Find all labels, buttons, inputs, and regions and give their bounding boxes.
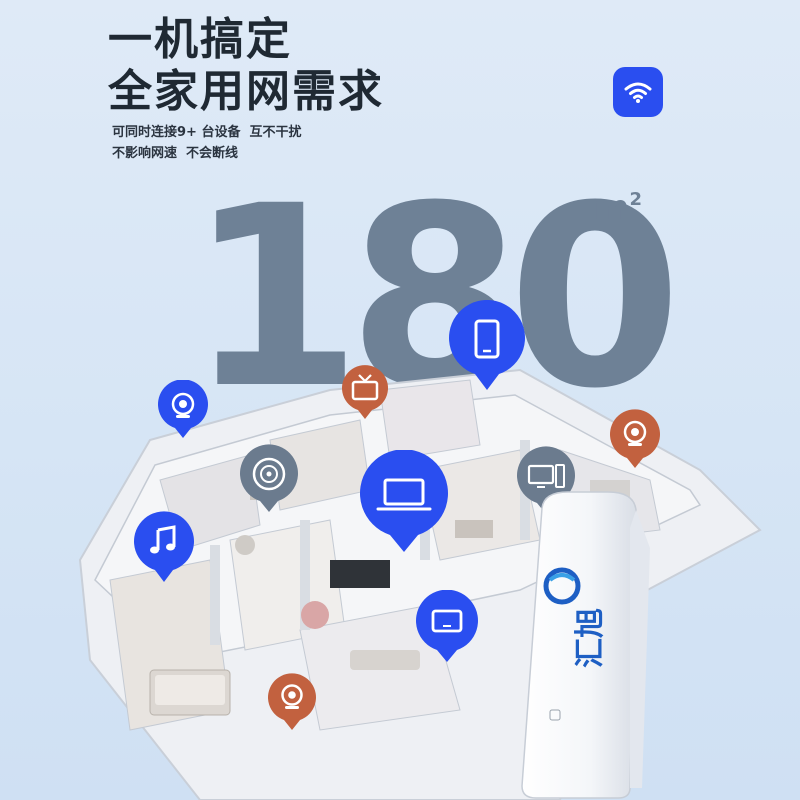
webcam-icon (171, 392, 195, 418)
subtext: 可同时连接9+ 台设备 互不干扰 不影响网速 不会断线 (112, 122, 302, 164)
phone-icon (474, 319, 500, 359)
webcam-pin-right (610, 409, 660, 468)
disc-pin (240, 444, 298, 512)
headline: 一机搞定 全家用网需求 (108, 14, 384, 118)
headline-line-2: 全家用网需求 (108, 66, 384, 117)
brand-name: 汇旭 (573, 608, 608, 668)
webcam-icon (623, 420, 647, 446)
headline-line-1: 一机搞定 (108, 14, 292, 65)
brand-logo-icon (543, 567, 581, 605)
laptop-icon (376, 478, 432, 511)
subtext-line-2: 不影响网速 不会断线 (112, 146, 239, 161)
disc-icon (252, 457, 286, 491)
wifi-icon (624, 82, 652, 103)
tablet-icon (431, 609, 463, 633)
usb-wifi-dongle: 汇旭 (521, 491, 650, 799)
music-icon (150, 525, 176, 554)
webcam-pin-bottom (268, 673, 316, 730)
subtext-line-1: 可同时连接9+ 台设备 互不干扰 (112, 125, 302, 140)
webcam-pin (158, 380, 208, 438)
desktop-icon (527, 464, 565, 488)
house-floorplan-illustration (78, 368, 762, 800)
phone-pin (449, 300, 525, 390)
tv-icon (351, 374, 379, 401)
tablet-pin (416, 590, 478, 662)
wifi-badge (613, 67, 663, 117)
unit-base: m (594, 188, 630, 228)
laptop-pin (360, 450, 448, 552)
unit-exponent: 2 (629, 189, 642, 210)
webcam-icon (281, 684, 303, 709)
music-pin (134, 511, 194, 582)
tv-pin (342, 365, 388, 419)
coverage-unit: m2 (594, 188, 642, 228)
